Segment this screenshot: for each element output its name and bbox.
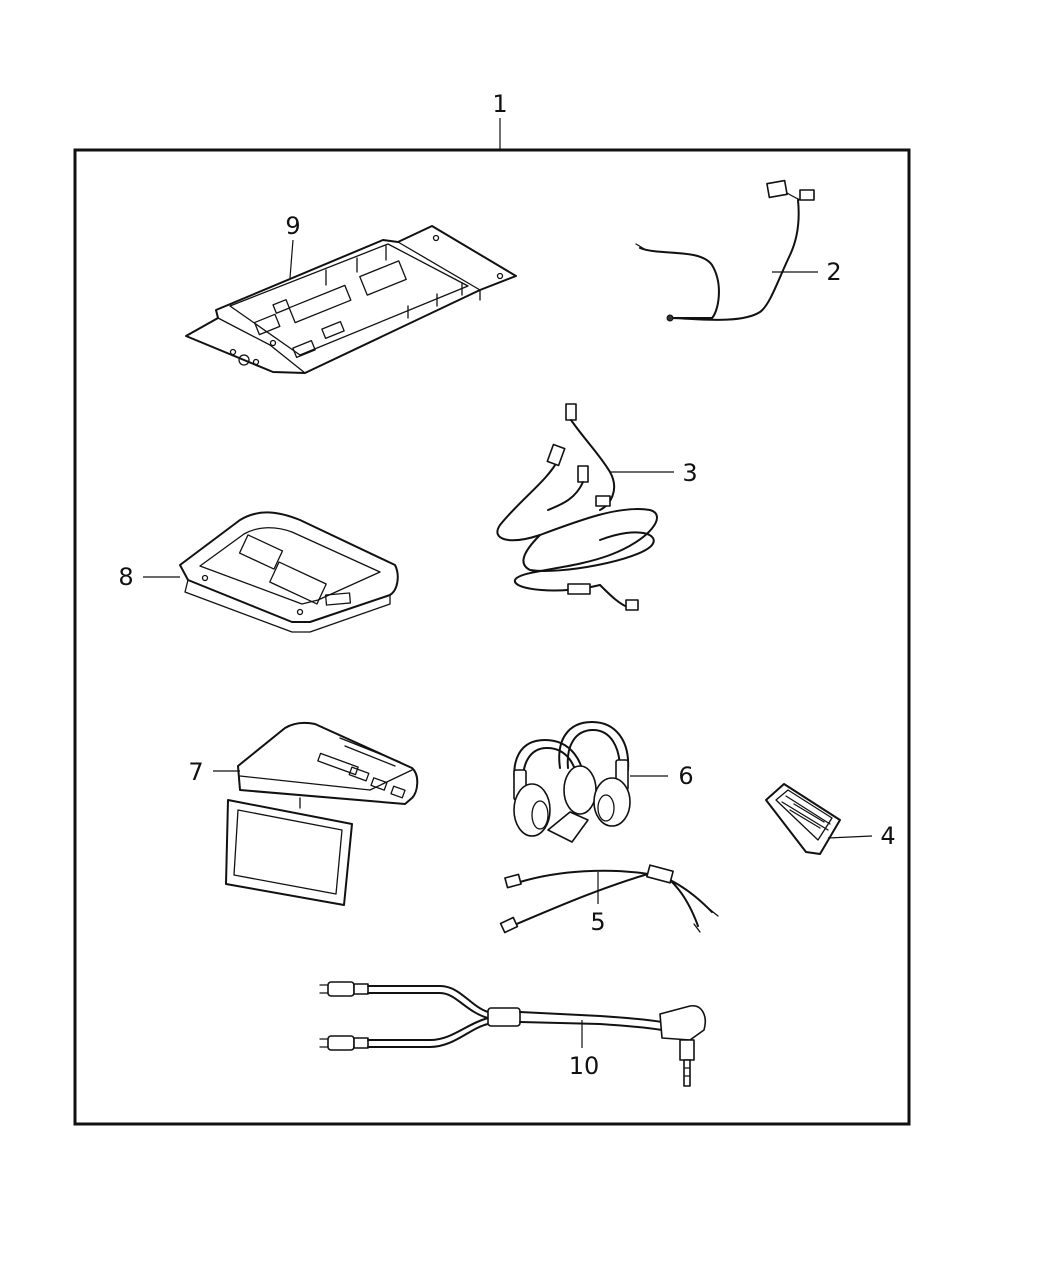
callout-2: 2 — [826, 258, 841, 286]
part-5-y-adapter-cable — [499, 864, 719, 934]
callout-3: 3 — [682, 459, 697, 487]
part-10-rca-adapter-cable — [319, 981, 706, 1087]
callout-9: 9 — [285, 212, 300, 240]
part-8-console-housing — [179, 511, 399, 633]
callout-10: 10 — [569, 1052, 600, 1080]
callout-1: 1 — [492, 90, 507, 118]
part-2-wiring-harness — [635, 179, 815, 322]
kit-frame — [73, 148, 911, 1126]
part-7-dvd-monitor — [225, 721, 419, 906]
leader-4 — [827, 835, 873, 839]
leader-9 — [289, 239, 294, 279]
part-9-mounting-bracket — [185, 225, 517, 374]
part-6-headphones — [513, 721, 631, 843]
part-4-remote-control — [765, 783, 841, 855]
callout-5: 5 — [590, 908, 605, 936]
callout-6: 6 — [678, 762, 693, 790]
part-3-power-cable — [496, 403, 658, 611]
callout-4: 4 — [880, 822, 895, 850]
callout-8: 8 — [118, 563, 133, 591]
callout-7: 7 — [188, 758, 203, 786]
